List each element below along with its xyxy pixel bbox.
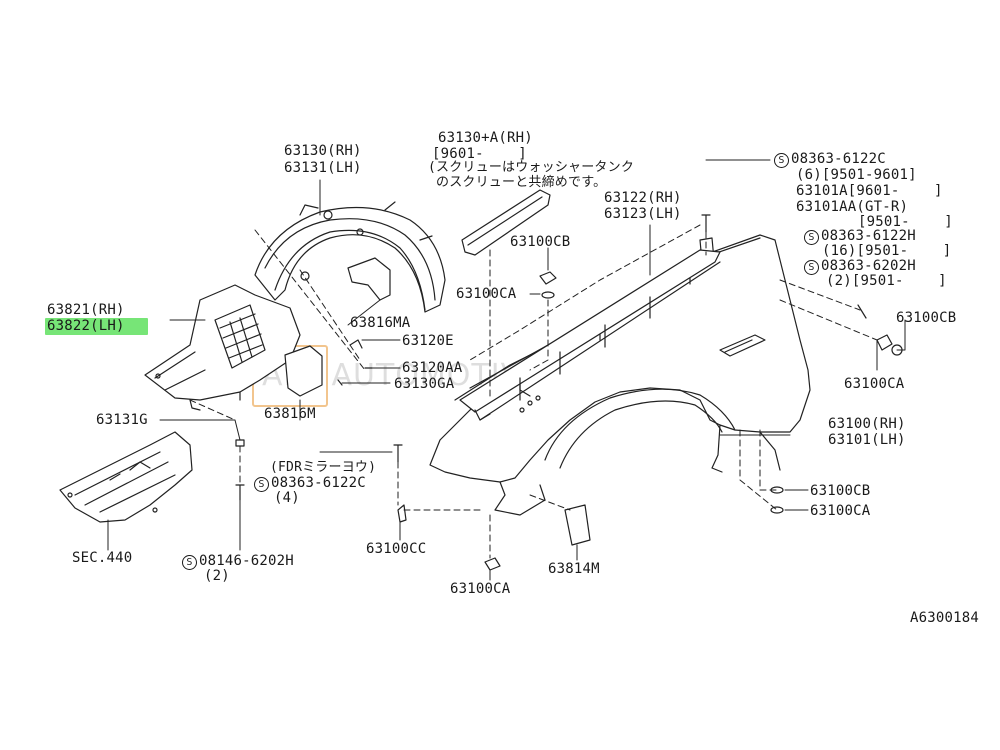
label-63816ma[interactable]: 63816MA xyxy=(350,315,411,331)
under-cover-drawing xyxy=(59,431,193,523)
label-s08363-6202h-qty: (2)[9501- ] xyxy=(826,273,947,289)
label-63120e[interactable]: 63120E xyxy=(402,333,454,349)
label-63100ca-right[interactable]: 63100CA xyxy=(844,376,905,392)
label-63816m[interactable]: 63816M xyxy=(264,406,316,422)
label-63130a-note-line1: (スクリューはウォッシャータンク xyxy=(428,160,635,175)
label-63130ga[interactable]: 63130GA xyxy=(394,376,455,392)
label-63100cc[interactable]: 63100CC xyxy=(366,541,427,557)
label-63130a-note-line2: のスクリューと共締めです。 xyxy=(436,175,607,190)
label-63100cb-mid[interactable]: 63100CB xyxy=(510,234,571,250)
label-63130-rh[interactable]: 63130(RH) xyxy=(284,143,362,159)
label-s08146-6202h-qty: (2) xyxy=(204,568,230,584)
assembly-dashed-lines xyxy=(189,224,878,559)
diagram-code: A6300184 xyxy=(910,610,980,626)
label-63100cb-right[interactable]: 63100CB xyxy=(896,310,957,326)
label-63822-lh[interactable]: 63822(LH) xyxy=(47,318,125,334)
small-parts-drawing xyxy=(235,189,903,571)
front-fender-drawing xyxy=(429,234,811,516)
label-s08363-6122h-qty: (16)[9501- ] xyxy=(822,243,952,259)
label-63100-rh[interactable]: 63100(RH) xyxy=(828,416,906,432)
fender-support-rail-drawing xyxy=(459,249,721,421)
label-63130a-date: [9601- ] xyxy=(432,146,527,162)
label-63131-lh[interactable]: 63131(LH) xyxy=(284,160,362,176)
standard-part-symbol-icon: S xyxy=(804,260,819,275)
label-63100cb-low[interactable]: 63100CB xyxy=(810,483,871,499)
selected-part-highlight xyxy=(45,318,148,335)
label-s08363-6122c-bottom-qty: (4) xyxy=(274,490,300,506)
label-63101-lh[interactable]: 63101(LH) xyxy=(828,432,906,448)
label-63100ca-low[interactable]: 63100CA xyxy=(810,503,871,519)
label-63131g[interactable]: 63131G xyxy=(96,412,148,428)
label-63101aa[interactable]: 63101AA(GT-R) xyxy=(796,199,909,215)
splash-guard-drawing xyxy=(144,284,301,411)
label-63122-rh[interactable]: 63122(RH) xyxy=(604,190,682,206)
label-63814m[interactable]: 63814M xyxy=(548,561,600,577)
label-63120aa[interactable]: 63120AA xyxy=(402,360,463,376)
standard-part-symbol-icon: S xyxy=(804,230,819,245)
label-fdr-mirror-note: (FDRミラーヨウ) xyxy=(270,460,377,475)
standard-part-symbol-icon: S xyxy=(774,153,789,168)
label-63101aa-date: [9501- ] xyxy=(858,214,953,230)
standard-part-symbol-icon: S xyxy=(182,555,197,570)
label-63101a[interactable]: 63101A[9601- ] xyxy=(796,183,943,199)
label-63821-rh[interactable]: 63821(RH) xyxy=(47,302,125,318)
standard-part-symbol-icon: S xyxy=(254,477,269,492)
label-sec-440[interactable]: SEC.440 xyxy=(72,550,133,566)
leader-lines xyxy=(107,159,906,581)
label-63130a-rh[interactable]: 63130+A(RH) xyxy=(438,130,533,146)
label-s08363-6122c-top-qty: (6)[9501-9601] xyxy=(796,167,917,183)
label-63123-lh[interactable]: 63123(LH) xyxy=(604,206,682,222)
inner-fender-liner-drawing xyxy=(254,201,446,313)
label-63100ca-bottom[interactable]: 63100CA xyxy=(450,581,511,597)
label-63100ca-mid[interactable]: 63100CA xyxy=(456,286,517,302)
